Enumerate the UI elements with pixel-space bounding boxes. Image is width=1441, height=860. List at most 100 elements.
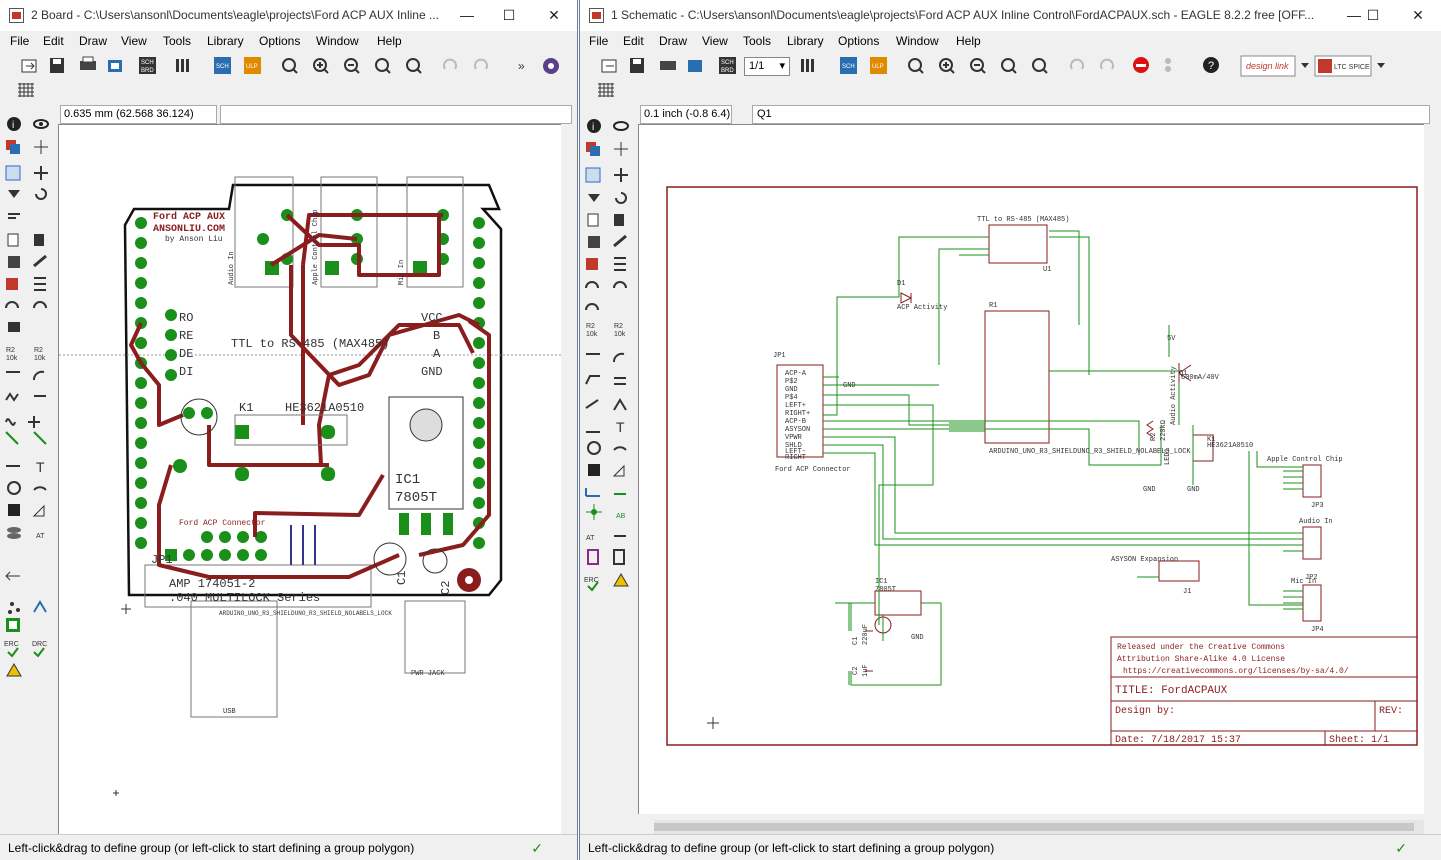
acp-activity: ACP Activity xyxy=(897,304,947,312)
jp1-pin-9: VPWR xyxy=(785,434,803,442)
ulp-icon: ULP xyxy=(244,57,261,74)
sch-window-title: 1 Schematic - C:\Users\ansonl\Documents\… xyxy=(611,8,1315,22)
jp1-pin-5: LEFT+ xyxy=(785,402,806,410)
d1-label: D1 xyxy=(897,280,905,288)
svg-text:R2: R2 xyxy=(614,323,623,330)
gnd-label-2: GND xyxy=(911,634,924,642)
pcb-pin-re: RE xyxy=(179,329,193,343)
jp1-pin-2: P$2 xyxy=(785,378,798,386)
c2-value: 1uF xyxy=(862,664,870,677)
audio-in-label: Audio In xyxy=(1299,518,1333,526)
sch-coord-display: 0.1 inch (-0.8 6.4) xyxy=(640,105,732,124)
sch-status-ok-icon: ✓ xyxy=(1395,840,1407,856)
zoom-last-icon xyxy=(375,58,391,74)
stop-icon xyxy=(1133,57,1149,73)
eagle-app-icon-sch xyxy=(589,8,604,23)
pcb-c2: C2 xyxy=(439,581,453,595)
pcb-pin-di: DI xyxy=(179,365,193,379)
sch-menu-window[interactable]: Window xyxy=(896,34,939,48)
sch-titlebar: 1 Schematic - C:\Users\ansonl\Documents\… xyxy=(580,0,1441,31)
svg-text:ULP: ULP xyxy=(246,64,258,70)
sch-menu-file[interactable]: File xyxy=(589,34,609,48)
sch-status-text: Left-click&drag to define group (or left… xyxy=(588,841,995,855)
menu-file[interactable]: File xyxy=(10,34,30,48)
sch-minimize-button[interactable]: — xyxy=(1347,7,1361,23)
sch-menu-draw[interactable]: Draw xyxy=(659,34,688,48)
command-line[interactable] xyxy=(220,105,572,124)
svg-text:LTC SPICE: LTC SPICE xyxy=(1334,64,1370,71)
sch-menu-tools[interactable]: Tools xyxy=(743,34,772,48)
undo-icon xyxy=(443,58,457,70)
sch-menu-library[interactable]: Library xyxy=(787,34,824,48)
board-vscroll[interactable] xyxy=(561,124,577,834)
sch-close-button[interactable]: ✕ xyxy=(1412,7,1424,23)
sch-maximize-button[interactable]: ☐ xyxy=(1366,7,1380,23)
sch-grid-icon[interactable] xyxy=(598,83,614,97)
menu-edit[interactable]: Edit xyxy=(43,34,64,48)
svg-text:BRD: BRD xyxy=(141,68,154,74)
svg-text:AB: AB xyxy=(616,513,626,520)
pcb-pin-ro: RO xyxy=(179,311,193,325)
mic-in-label: Mic In xyxy=(1291,578,1316,586)
palette-icon xyxy=(543,58,559,74)
zoom-fit-icon xyxy=(282,58,298,74)
sheet-select[interactable]: 1/1▾ xyxy=(744,57,790,76)
eagle-app-icon xyxy=(9,8,24,23)
relay-label: HE3621A0510 xyxy=(1207,442,1253,450)
frame-title: TITLE: FordACPAUX xyxy=(1115,685,1228,697)
sch-menu-options[interactable]: Options xyxy=(838,34,880,48)
svg-text:AT: AT xyxy=(586,535,595,542)
menu-options[interactable]: Options xyxy=(259,34,301,48)
menu-window[interactable]: Window xyxy=(316,34,359,48)
svg-text:SCH: SCH xyxy=(842,64,855,70)
led-label: LED1 xyxy=(1164,448,1172,465)
svg-text:i: i xyxy=(12,120,14,131)
svg-text:ERC: ERC xyxy=(584,577,599,584)
design-link-icon: design link xyxy=(1240,55,1296,77)
pcb-drawing[interactable]: Ford ACP AUX ANSONLIU.COM by Anson Liu R… xyxy=(59,125,562,834)
ltc-spice-icon: LTC SPICE xyxy=(1314,55,1372,77)
pcb-jp1: JP1 xyxy=(151,553,173,567)
sch-statusbar: Left-click&drag to define group (or left… xyxy=(580,834,1441,860)
menu-draw[interactable]: Draw xyxy=(79,34,108,48)
zoom-select-icon xyxy=(406,58,422,74)
menu-help[interactable]: Help xyxy=(377,34,402,48)
pcb-pin-a: A xyxy=(433,347,441,361)
sch-menu-help[interactable]: Help xyxy=(956,34,981,48)
license-line3: https://creativecommons.org/licenses/by-… xyxy=(1123,667,1349,676)
schematic-drawing[interactable]: Released under the Creative Commons Attr… xyxy=(639,125,1424,814)
overflow-icon: » xyxy=(518,59,525,73)
grid-icon[interactable] xyxy=(18,83,34,97)
schematic-canvas[interactable]: Released under the Creative Commons Attr… xyxy=(638,124,1424,814)
menu-view[interactable]: View xyxy=(121,34,147,48)
menu-tools[interactable]: Tools xyxy=(163,34,192,48)
board-status-text: Left-click&drag to define group (or left… xyxy=(8,841,415,855)
zoom-out-icon xyxy=(317,58,360,74)
jp1-pin-8: ASYSON xyxy=(785,426,810,434)
board-canvas[interactable]: Ford ACP AUX ANSONLIU.COM by Anson Liu R… xyxy=(58,124,562,834)
sch-hscroll[interactable] xyxy=(654,820,1424,834)
sch-vscroll[interactable] xyxy=(1425,124,1441,814)
pcb-pin-vcc: VCC xyxy=(421,311,443,325)
sch-command-line[interactable]: Q1 xyxy=(752,105,1430,124)
schematic-window: 1 Schematic - C:\Users\ansonl\Documents\… xyxy=(579,0,1441,860)
minimize-button[interactable]: — xyxy=(460,7,474,23)
svg-text:T: T xyxy=(616,419,625,435)
jp2-label: JP2 xyxy=(1305,574,1318,582)
close-button[interactable]: ✕ xyxy=(548,7,560,23)
sch-menu-edit[interactable]: Edit xyxy=(623,34,644,48)
u1-title: TTL to RS-485 (MAX485) xyxy=(977,216,1069,224)
asyson-label: ASYSON Expansion xyxy=(1111,556,1178,564)
shield-label: ARDUINO_UNO_R3_SHIELDUNO_R3_SHIELD_NOLAB… xyxy=(989,448,1191,456)
maximize-button[interactable]: ☐ xyxy=(502,7,516,23)
sch-menu-view[interactable]: View xyxy=(702,34,728,48)
menu-library[interactable]: Library xyxy=(207,34,244,48)
svg-text:i: i xyxy=(592,122,594,133)
jp1-pin-10: SHLD xyxy=(785,442,802,450)
